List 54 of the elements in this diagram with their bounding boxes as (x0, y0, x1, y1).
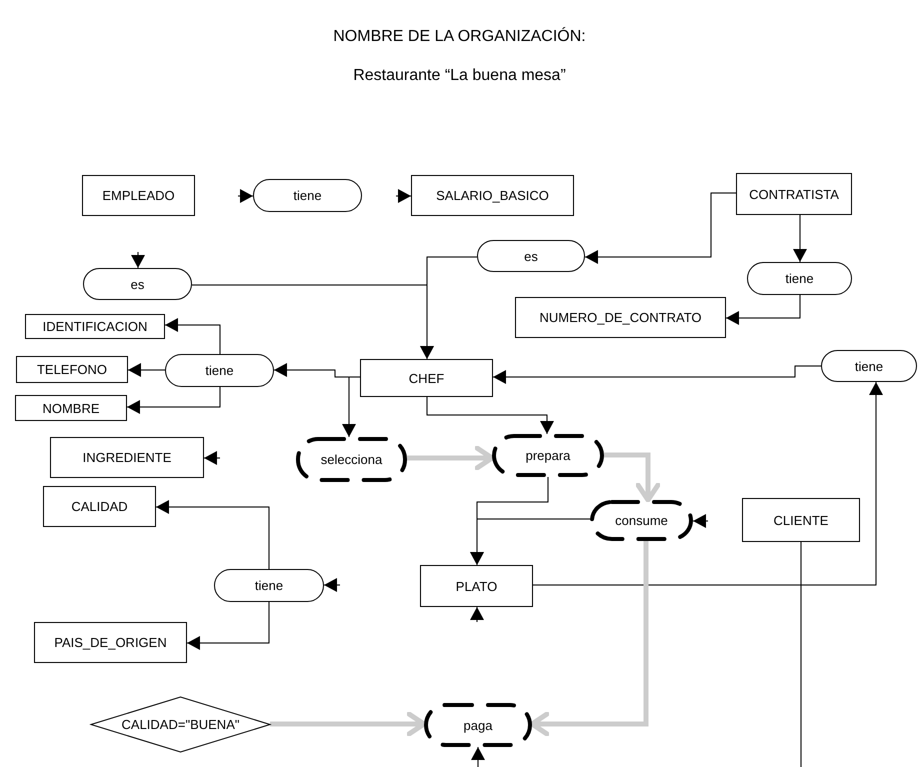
arrow (270, 712, 426, 736)
arrow (530, 541, 648, 736)
arrow (492, 366, 822, 384)
relationship-capsule: es (83, 268, 192, 300)
relationship-capsule: tiene (165, 354, 274, 387)
arrow (128, 363, 166, 377)
entity-box: EMPLEADO (82, 175, 195, 216)
arrow (324, 578, 340, 592)
relationship-capsule: tiene (747, 262, 852, 295)
arrow (164, 318, 220, 354)
arrow (407, 446, 494, 470)
entity-box: INGREDIENTE (50, 437, 204, 478)
arrow (396, 189, 412, 203)
relationship-capsule: tiene (821, 350, 917, 382)
entity-box: TELEFONO (16, 356, 128, 383)
entity-box: SALARIO_BASICO (411, 175, 574, 216)
arrow (692, 514, 708, 528)
arrow (532, 382, 883, 586)
process-capsule: paga (424, 703, 532, 747)
entity-box: CHEF (360, 359, 493, 397)
process-capsule: selecciona (296, 437, 407, 482)
arrow (238, 189, 254, 203)
entity-box: CLIENTE (742, 498, 860, 542)
arrow (793, 214, 807, 262)
arrow (342, 376, 360, 438)
entity-box: NOMBRE (15, 395, 127, 421)
arrow (470, 606, 484, 622)
entity-box: IDENTIFICACION (25, 314, 165, 339)
arrow (126, 386, 220, 414)
arrow (186, 602, 270, 650)
entity-box: NUMERO_DE_CONTRATO (515, 297, 726, 338)
connector-line (800, 542, 802, 767)
arrow (726, 294, 800, 325)
entity-box: PAIS_DE_ORIGEN (34, 622, 187, 663)
arrow (584, 192, 736, 264)
organization-name: Restaurante “La buena mesa” (352, 67, 567, 85)
process-capsule: consume (590, 500, 693, 541)
entity-box: PLATO (420, 565, 533, 607)
arrow (156, 500, 270, 570)
relationship-capsule: tiene (214, 569, 324, 602)
diagram-title: NOMBRE DE LA ORGANIZACIÓN: (332, 28, 587, 46)
arrow (192, 284, 434, 360)
arrow (471, 746, 485, 767)
relationship-capsule: es (477, 240, 585, 272)
condition-diamond: CALIDAD="BUENA" (91, 697, 270, 752)
arrow (604, 452, 660, 502)
relationship-capsule: tiene (253, 179, 362, 212)
process-capsule: prepara (492, 434, 604, 477)
arrow (470, 518, 590, 566)
entity-box: CONTRATISTA (736, 173, 852, 215)
entity-box: CALIDAD (43, 486, 156, 527)
arrow (204, 451, 220, 465)
arrow (426, 396, 554, 434)
arrow (131, 252, 145, 268)
